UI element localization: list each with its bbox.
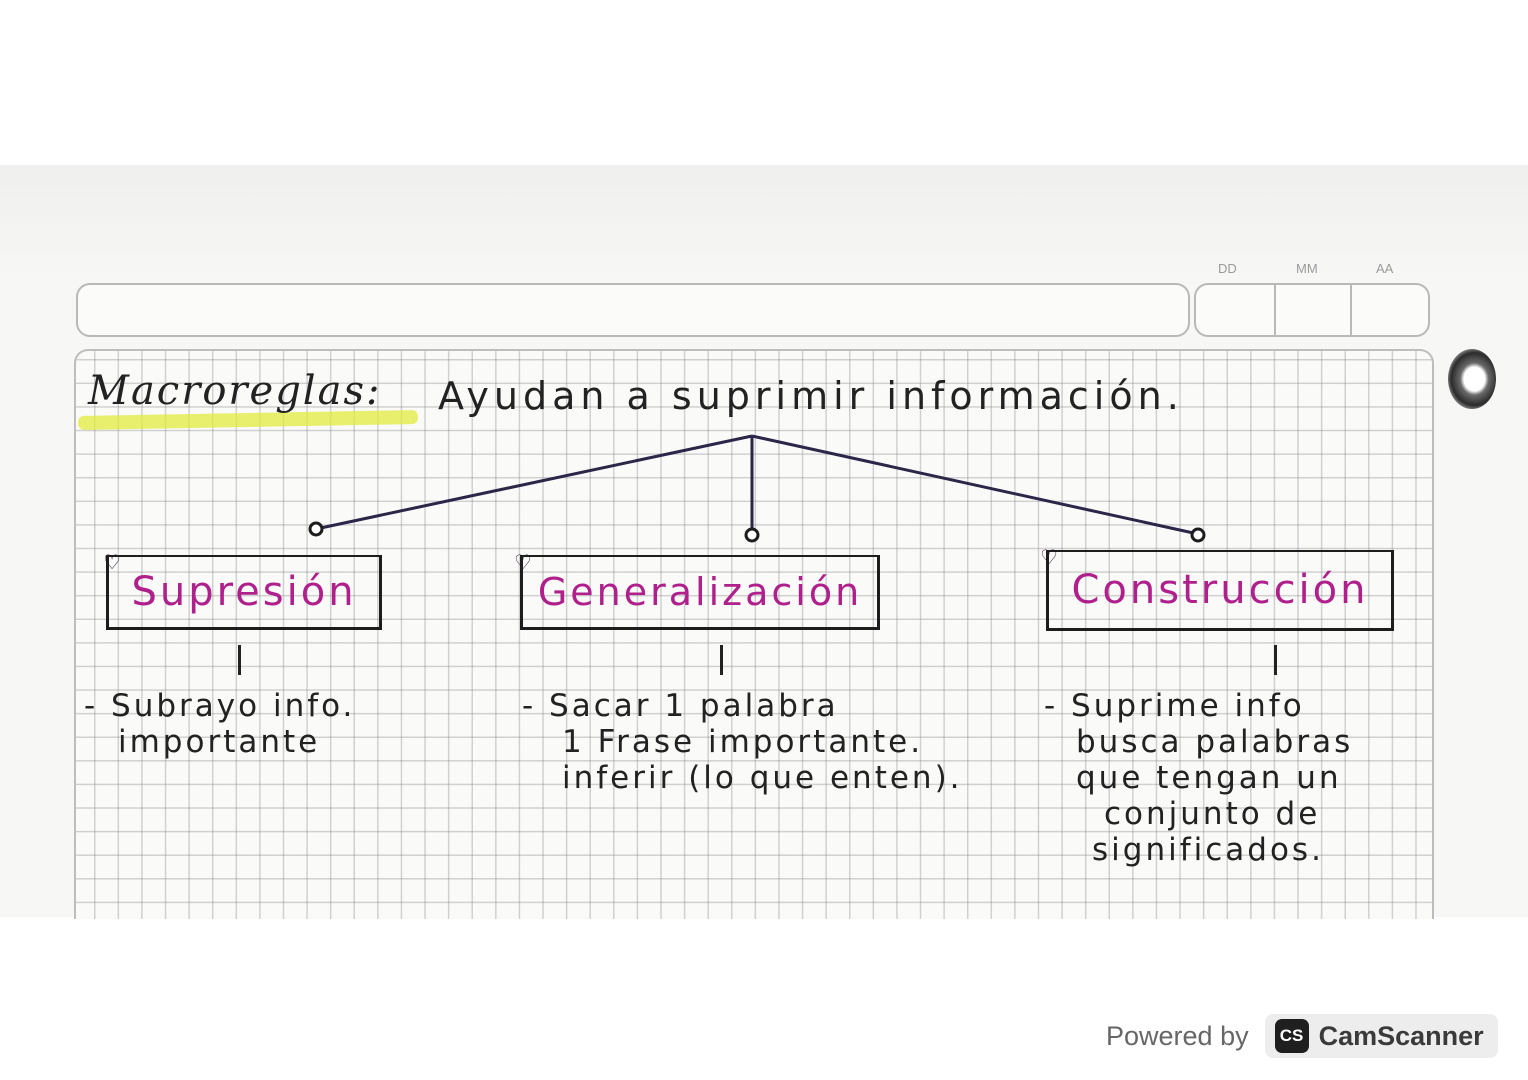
branch-heading: Supresión [131, 569, 357, 615]
branch-box-construccion: Construcción [1046, 550, 1394, 631]
connector-node-right [1190, 527, 1206, 543]
branch-heading: Construcción [1071, 567, 1369, 613]
grid-paper [74, 349, 1434, 919]
watermark-name: CamScanner [1318, 1020, 1484, 1051]
note-line: 1 Frase importante. [562, 724, 924, 760]
branch-heading: Generalización [537, 570, 863, 614]
date-label-day: DD [1218, 261, 1237, 276]
camscanner-watermark: Powered by CS CamScanner [1106, 1008, 1502, 1064]
branch-tick [720, 645, 723, 675]
connector-line-left [315, 434, 753, 531]
note-line: importante [118, 724, 321, 760]
note-line: conjunto de [1104, 796, 1321, 832]
camscanner-logo: CS CamScanner [1264, 1014, 1498, 1058]
branch-notes: - Suprime info busca palabras que tengan… [1044, 688, 1353, 868]
branch-box-supresion: Supresión [106, 555, 382, 630]
watermark-prefix: Powered by [1106, 1020, 1249, 1051]
note-line: que tengan un [1076, 760, 1342, 796]
binder-hole [1448, 349, 1496, 409]
branch-box-generalizacion: Generalización [520, 555, 880, 630]
date-label-month: MM [1296, 261, 1318, 276]
date-labels: DD MM AA [1196, 261, 1428, 279]
connector-node-center [744, 527, 760, 543]
note-line: significados. [1092, 832, 1324, 868]
header-field [76, 283, 1190, 337]
date-field [1194, 283, 1430, 337]
note-line: busca palabras [1076, 724, 1354, 760]
date-divider [1350, 285, 1352, 335]
cs-badge-icon: CS [1274, 1019, 1309, 1053]
date-label-year: AA [1376, 261, 1394, 276]
branch-notes: - Subrayo info. importante [84, 688, 355, 760]
connector-line-right [751, 434, 1199, 536]
note-line: - Suprime info [1044, 688, 1305, 724]
date-divider [1274, 285, 1276, 335]
bleed-through-area [0, 165, 1528, 275]
title-definition: Ayudan a suprimir información. [438, 374, 1184, 418]
note-line: inferir (lo que enten). [562, 760, 963, 796]
note-line: - Sacar 1 palabra [522, 688, 839, 724]
note-line: - Subrayo info. [84, 688, 356, 724]
branch-tick [238, 645, 241, 675]
notebook-sheet: DD MM AA [0, 165, 1528, 919]
branch-notes: - Sacar 1 palabra 1 Frase importante. in… [522, 688, 963, 796]
connector-node-left [308, 521, 324, 537]
branch-tick [1274, 645, 1277, 675]
title-term: Macroreglas: [88, 368, 382, 414]
